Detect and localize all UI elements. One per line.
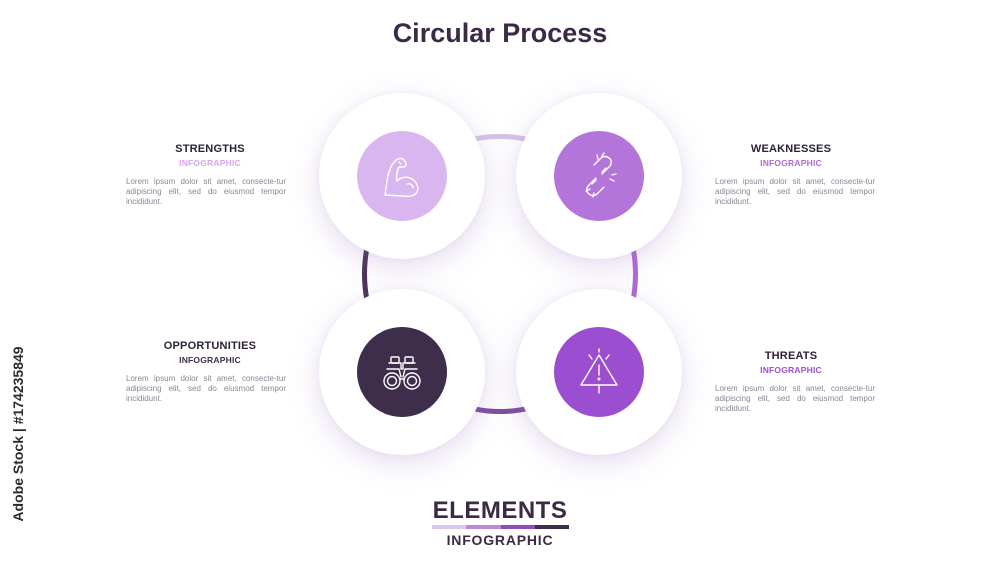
block-threats: THREATS INFOGRAPHIC Lorem ipsum dolor si… — [715, 350, 875, 414]
page-title: Circular Process — [392, 18, 608, 48]
opportunities-description: Lorem ipsum dolor sit amet, consecte-tur… — [126, 374, 286, 403]
threats-description: Lorem ipsum dolor sit amet, consecte-tur… — [715, 384, 875, 413]
flexed-arm-icon — [384, 157, 419, 198]
footer-subtitle: INFOGRAPHIC — [446, 532, 554, 548]
broken-chain-icon — [585, 152, 617, 198]
footer-color-bar — [432, 525, 569, 529]
block-weaknesses: WEAKNESSES INFOGRAPHIC Lorem ipsum dolor… — [715, 143, 875, 207]
node-opportunities — [319, 289, 485, 455]
block-strengths: STRENGTHS INFOGRAPHIC Lorem ipsum dolor … — [126, 143, 286, 207]
footer-bar-segment-1 — [432, 525, 467, 529]
warning-triangle-icon — [580, 348, 618, 394]
node-threats — [516, 289, 682, 455]
watermark-text: Adobe Stock | #174235849 — [10, 346, 26, 522]
block-opportunities: OPPORTUNITIES INFOGRAPHIC Lorem ipsum do… — [126, 340, 286, 404]
opportunities-heading: OPPORTUNITIES — [163, 340, 257, 352]
node-strengths-badge — [357, 131, 447, 221]
node-threats-badge — [554, 327, 644, 417]
strengths-heading: STRENGTHS — [175, 143, 245, 155]
weaknesses-heading: WEAKNESSES — [750, 143, 832, 155]
footer-bar-segment-3 — [500, 525, 535, 529]
node-weaknesses-badge — [554, 131, 644, 221]
weaknesses-subheading: INFOGRAPHIC — [760, 158, 822, 168]
strengths-description: Lorem ipsum dolor sit amet, consecte-tur… — [126, 177, 286, 206]
binoculars-icon — [383, 356, 421, 390]
footer-bar-segment-2 — [466, 525, 501, 529]
footer-title: ELEMENTS — [432, 497, 568, 524]
strengths-subheading: INFOGRAPHIC — [179, 158, 241, 168]
opportunities-subheading: INFOGRAPHIC — [179, 355, 241, 365]
node-opportunities-badge — [357, 327, 447, 417]
node-strengths — [319, 93, 485, 259]
threats-subheading: INFOGRAPHIC — [760, 365, 822, 375]
weaknesses-description: Lorem ipsum dolor sit amet, consecte-tur… — [715, 177, 875, 206]
threats-heading: THREATS — [764, 350, 818, 362]
stock-watermark: Adobe Stock | #174235849 — [6, 320, 30, 548]
node-weaknesses — [516, 93, 682, 259]
footer-bar-segment-4 — [534, 525, 569, 529]
ring-arc-left — [362, 134, 638, 414]
